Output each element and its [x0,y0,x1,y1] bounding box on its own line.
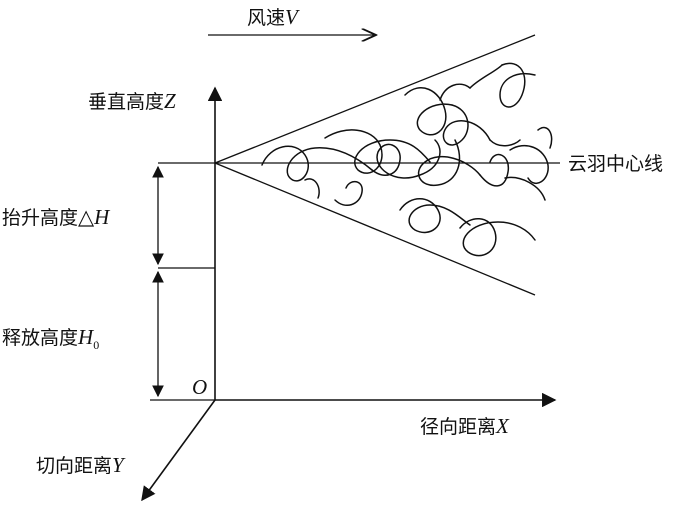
origin-label: O [192,375,207,399]
plume-turbulence [261,62,553,257]
tangential-distance-label: 切向距离Y [36,453,126,477]
release-height-label: 释放高度H0 [2,325,99,352]
plume-centerline-label: 云羽中心线 [568,153,663,175]
lift-height-label: 抬升高度△H [2,205,111,229]
plume-lower-edge [214,162,536,296]
wind-label: 风速V [247,5,300,29]
plume-upper-edge [214,34,536,164]
y-axis [141,399,216,502]
radial-distance-label: 径向距离X [420,414,510,438]
vertical-height-label: 垂直高度Z [88,89,176,113]
